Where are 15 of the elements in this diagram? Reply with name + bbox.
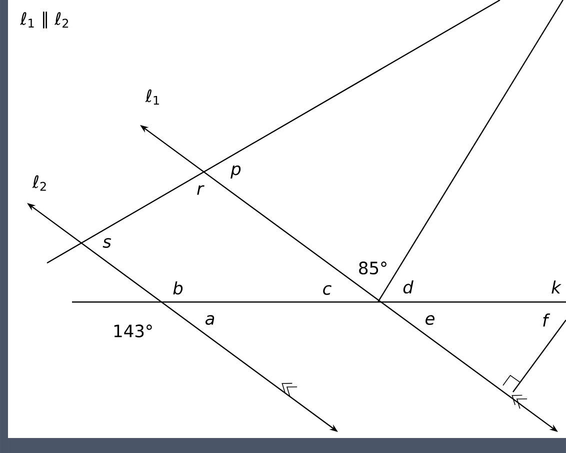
angle-label: e	[426, 315, 434, 325]
angle-label: ℓ$_{1}$ ∥ ℓ$_{2}$	[20, 12, 68, 28]
angle-label: k	[552, 280, 562, 294]
angle-label: p	[230, 165, 241, 179]
angle-label: b	[173, 281, 183, 295]
angle-label: r	[197, 185, 204, 195]
angle-label: a	[205, 315, 214, 325]
angle-label: d	[403, 280, 414, 294]
angle-label: 143°	[114, 324, 152, 338]
angle-label: s	[102, 238, 112, 248]
angle-label: ℓ$_{1}$	[145, 89, 159, 105]
angle-label: ℓ$_{2}$	[32, 175, 46, 191]
angle-label: 85°	[359, 262, 386, 274]
angle-label: c	[323, 285, 332, 295]
angle-label: f	[543, 314, 550, 326]
